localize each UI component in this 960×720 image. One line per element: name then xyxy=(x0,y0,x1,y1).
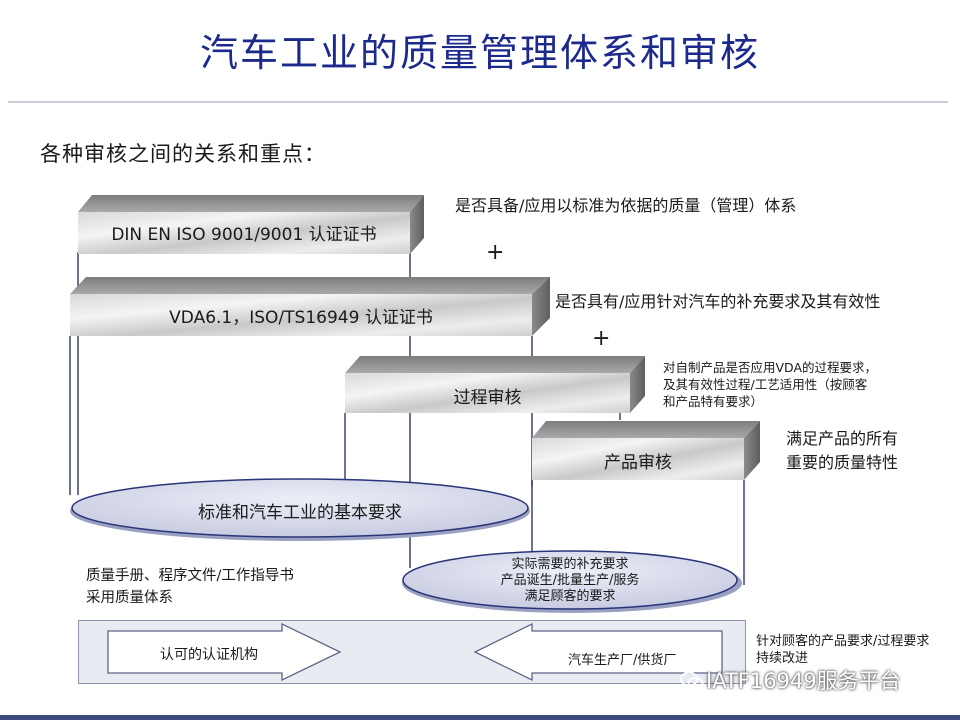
bar-iso9001 xyxy=(78,195,424,254)
ellipse-additional-requirements xyxy=(402,550,742,613)
bar-iso9001-label: DIN EN ISO 9001/9001 认证证书 xyxy=(111,225,377,245)
arrow-certification-body-label: 认可的认证机构 xyxy=(160,647,258,663)
ellipse-basic-requirements-label: 标准和汽车工业的基本要求 xyxy=(198,503,402,523)
bar-process-audit-label: 过程审核 xyxy=(453,388,522,408)
left-note-line: 质量手册、程序文件/工作指导书 xyxy=(86,568,294,584)
ellipse-basic-requirements xyxy=(70,478,530,541)
note-process-audit-line: 和产品特有要求） xyxy=(663,394,764,409)
ellipse-additional-line: 产品诞生/批量生产/服务 xyxy=(500,573,640,588)
diagram-subtitle: 各种审核之间的关系和重点： xyxy=(40,142,326,166)
note-product-audit-line: 重要的质量特性 xyxy=(786,453,899,472)
footer-bar xyxy=(0,715,960,720)
bar-product-audit-label: 产品审核 xyxy=(604,453,672,473)
plus-sign-2: + xyxy=(592,326,611,351)
page-title: 汽车工业的质量管理体系和审核 xyxy=(199,31,760,75)
arrow-manufacturer-label: 汽车生产厂/供货厂 xyxy=(568,653,677,668)
right-notes: 针对顾客的产品要求/过程要求 持续改进 xyxy=(756,633,929,667)
note-product-audit-line: 满足产品的所有 xyxy=(786,429,899,448)
note-iso9001: 是否具备/应用以标准为依据的质量（管理）体系 xyxy=(455,196,797,215)
ellipse-additional-line: 满足顾客的要求 xyxy=(524,589,616,604)
note-process-audit-line: 及其有效性过程/工艺适用性（按顾客 xyxy=(663,377,868,392)
title-divider xyxy=(8,101,948,103)
right-note-line: 持续改进 xyxy=(756,651,809,666)
bar-vda61-ts16949 xyxy=(70,277,550,336)
ellipse-additional-line: 实际需要的补充要求 xyxy=(511,557,629,572)
note-process-audit: 对自制产品是否应用VDA的过程要求， 及其有效性过程/工艺适用性（按顾客 和产品… xyxy=(663,359,877,410)
left-notes: 质量手册、程序文件/工作指导书 采用质量体系 xyxy=(86,565,294,609)
arrow-certification-body xyxy=(107,622,342,682)
wechat-logo-icon xyxy=(680,671,706,696)
bar-vda61-label: VDA6.1，ISO/TS16949 认证证书 xyxy=(169,308,433,328)
left-note-line: 采用质量体系 xyxy=(86,590,173,606)
note-process-audit-line: 对自制产品是否应用VDA的过程要求， xyxy=(663,360,878,375)
plus-sign-1: + xyxy=(486,240,505,265)
bar-product-audit xyxy=(532,421,760,480)
note-product-audit: 满足产品的所有 重要的质量特性 xyxy=(786,427,898,475)
right-note-line: 针对顾客的产品要求/过程要求 xyxy=(756,634,930,649)
watermark: IATF16949服务平台 xyxy=(680,665,901,696)
bar-process-audit xyxy=(345,356,645,413)
watermark-text: IATF16949服务平台 xyxy=(706,669,901,693)
ellipse-additional-requirements-label: 实际需要的补充要求 产品诞生/批量生产/服务 满足顾客的要求 xyxy=(403,557,737,605)
note-vda61: 是否具有/应用针对汽车的补充要求及其有效性 xyxy=(555,292,881,311)
